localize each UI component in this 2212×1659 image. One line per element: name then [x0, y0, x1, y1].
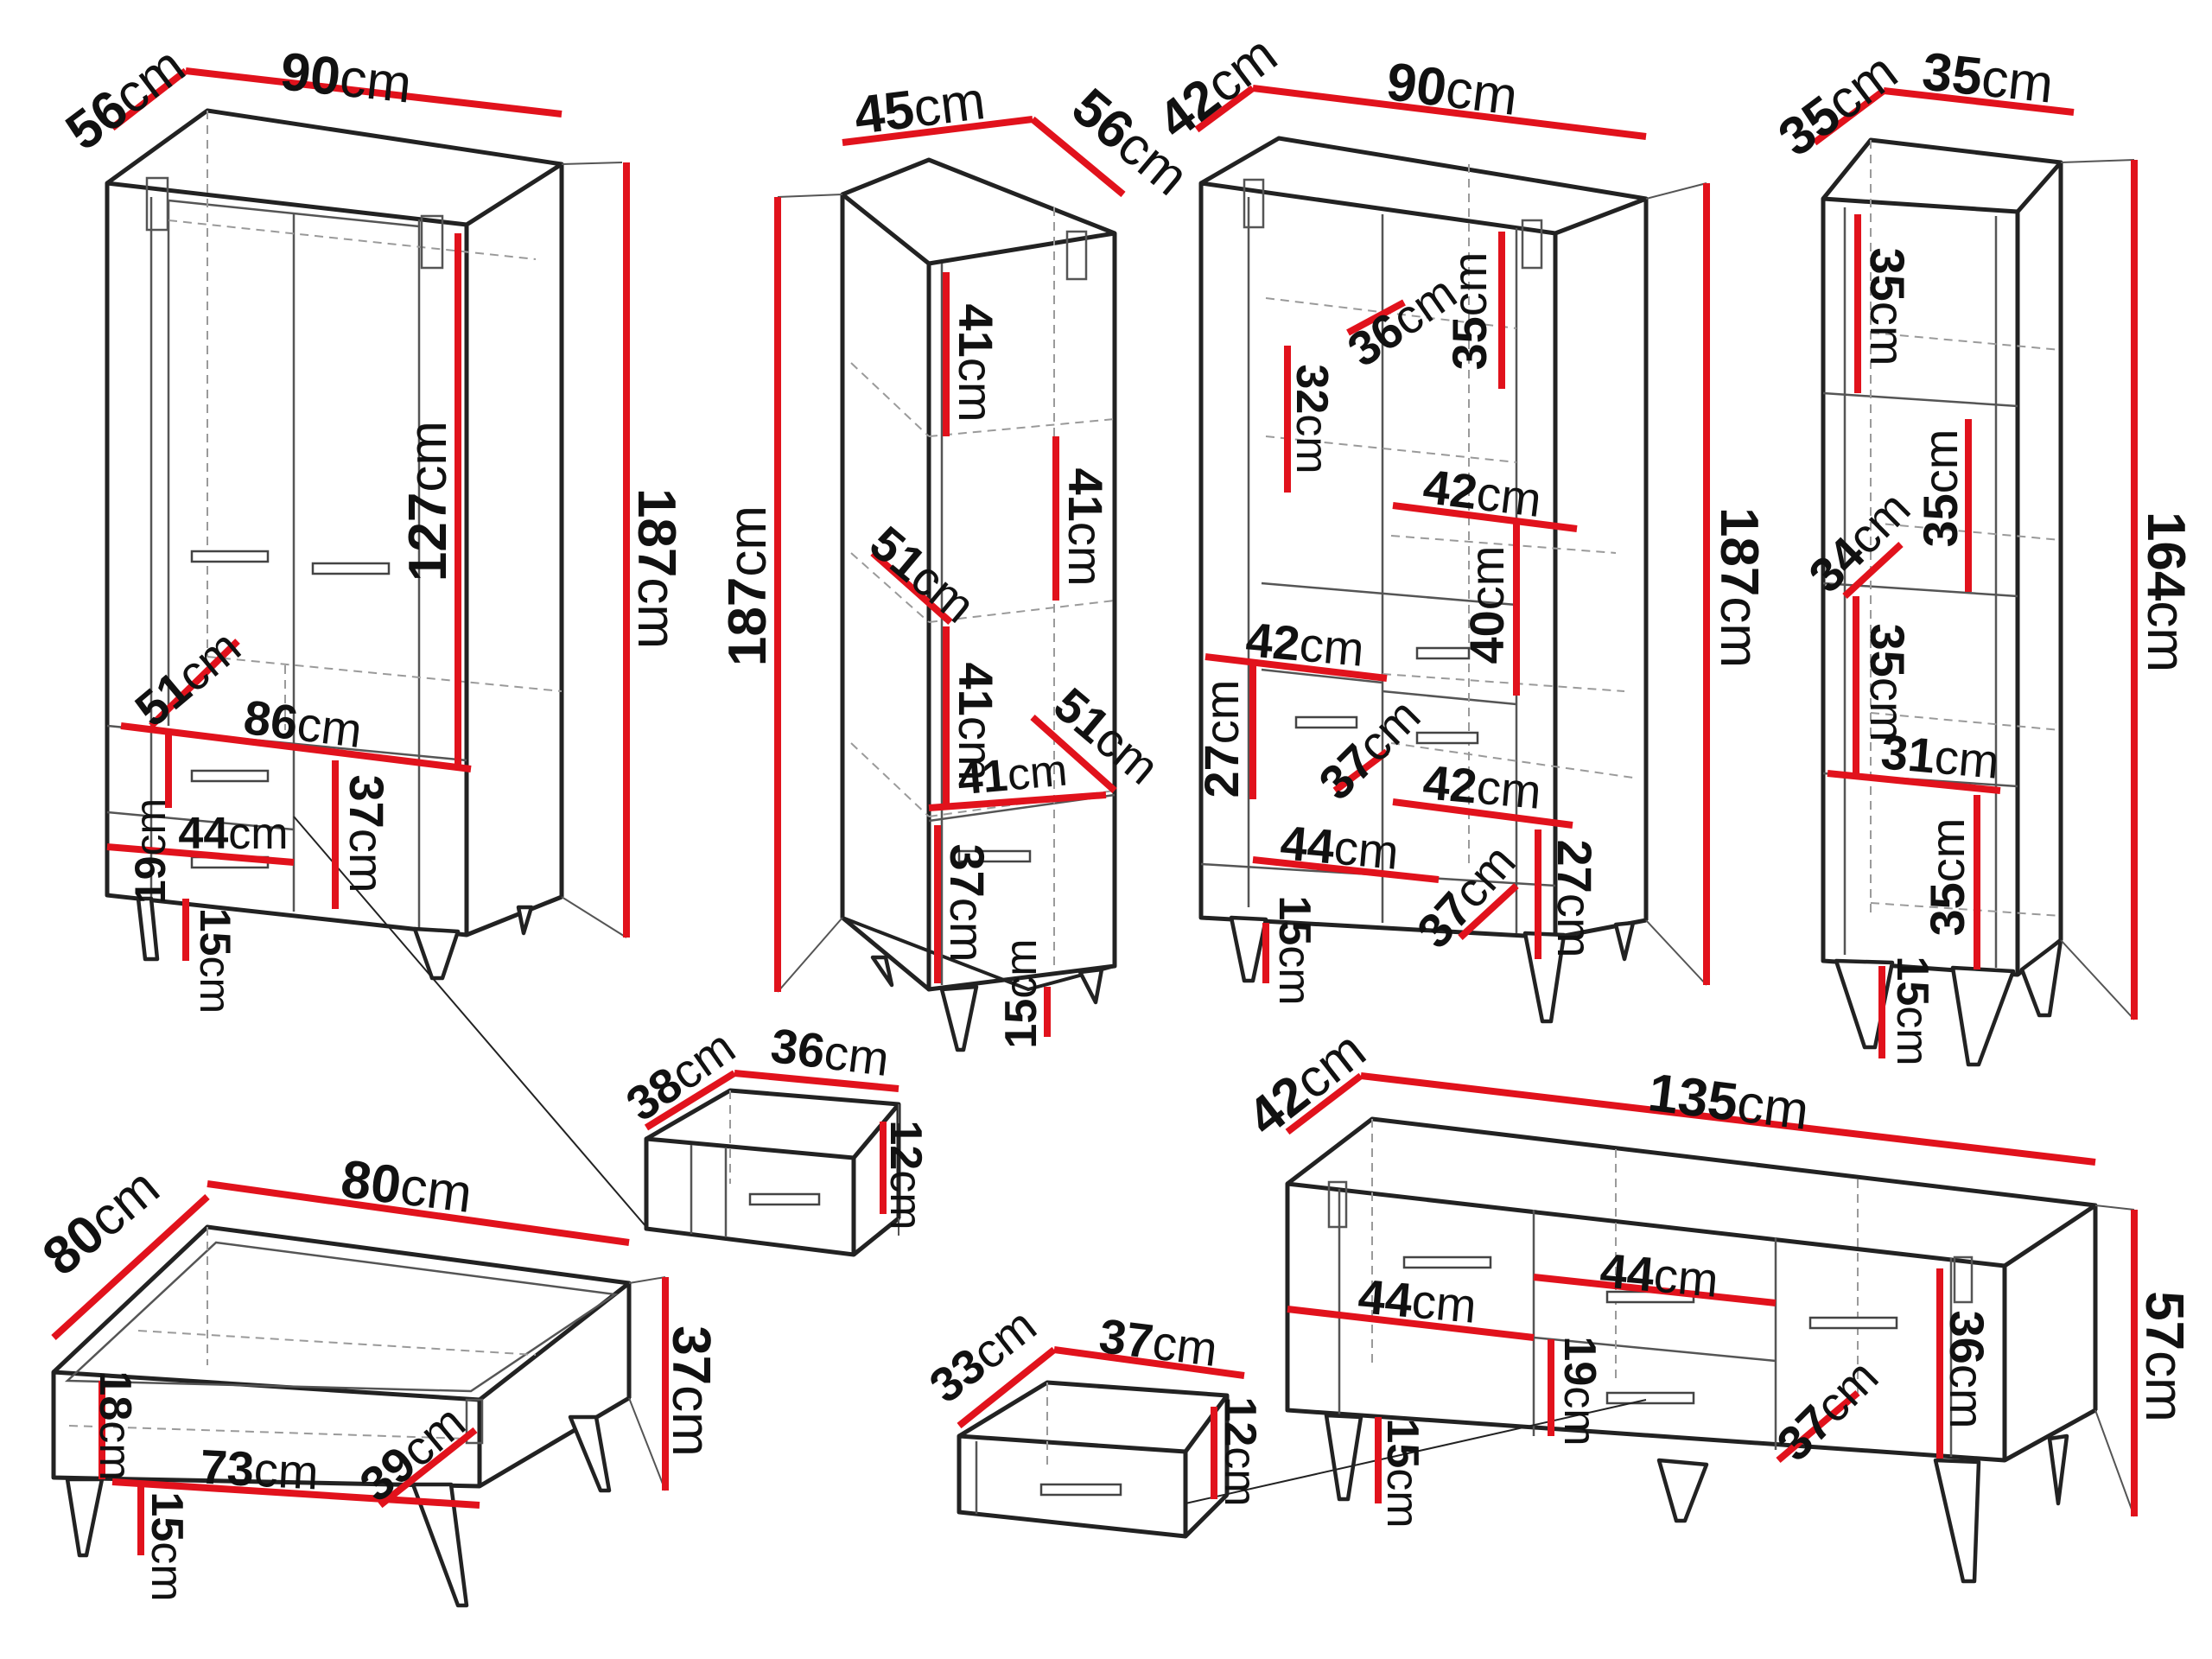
coffee-table-drawing [51, 1224, 632, 1608]
dimension-label-tv-44a: 44cm [1356, 1268, 1478, 1333]
drawer-1-drawing [644, 1088, 901, 1257]
dimension-label-sh-35b: 35cm [1913, 429, 1967, 548]
dimension-label-sh-35c: 35cm [1860, 624, 1915, 742]
dimension-label-ct-15: 15cm [142, 1491, 192, 1601]
dimension-label-bk-h: 187cm [718, 505, 778, 666]
dimension-label-bk-w: 45cm [851, 71, 988, 146]
tall-shelf-drawing [1821, 137, 2063, 1067]
dimension-label-vt-27a: 27cm [1194, 680, 1249, 798]
dimension-label-dr2-h: 12cm [1215, 1396, 1265, 1506]
bookcase-drawing [840, 157, 1117, 1052]
dimension-label-sh-31: 31cm [1878, 724, 2001, 789]
dimension-label-wd-h: 187cm [626, 488, 686, 649]
dimension-label-wd-door: 127cm [398, 421, 458, 582]
dimension-label-vt-d: 42cm [1147, 25, 1288, 151]
dimension-label-bk-41a: 41cm [949, 304, 1003, 423]
dimension-label-tv-19: 19cm [1554, 1336, 1605, 1446]
dimension-label-wd-w: 90cm [277, 42, 414, 115]
dimension-label-ct-73: 73cm [199, 1439, 320, 1499]
dimension-label-bk-37: 37cm [940, 844, 995, 963]
tv-stand-drawing [1285, 1116, 2098, 1584]
dimension-label-sh-35d: 35cm [1920, 818, 1974, 937]
dimension-label-dr2-w: 37cm [1096, 1308, 1221, 1376]
dimension-label-wd-15: 15cm [191, 908, 239, 1014]
dimension-lines [51, 67, 2138, 1555]
dimension-label-ct-h: 37cm [661, 1325, 721, 1457]
dimension-label-vt-15: 15cm [1269, 895, 1319, 1005]
dimension-label-sh-h: 164cm [2136, 512, 2196, 672]
dimension-label-vt-32: 32cm [1287, 364, 1337, 474]
dimension-label-wd-86: 86cm [241, 690, 365, 758]
dimension-label-ct-d: 80cm [32, 1158, 171, 1287]
wardrobe-drawing [105, 108, 564, 981]
dimension-label-wd-19: 19cm [126, 798, 175, 904]
dimension-label-bk-41d: 41cm [956, 745, 1070, 804]
dimension-label-sh-15: 15cm [1887, 956, 1937, 1065]
dimension-label-sh-w: 35cm [1919, 42, 2056, 115]
dimension-label-sh-35a: 35cm [1860, 248, 1915, 366]
dimension-label-vt-44: 44cm [1278, 815, 1401, 880]
dimension-label-tv-44b: 44cm [1598, 1243, 1720, 1307]
dimension-label-bk-41c: 41cm [949, 663, 1003, 781]
dimension-label-vt-42c: 42cm [1421, 754, 1543, 819]
dimension-label-tv-w: 135cm [1645, 1063, 1812, 1141]
dimension-label-vt-27b: 27cm [1548, 840, 1602, 958]
dimension-label-ct-w: 80cm [338, 1149, 475, 1224]
dimension-label-tv-h: 57cm [2134, 1291, 2194, 1422]
dimension-label-dr1-w: 36cm [768, 1018, 893, 1086]
vitrine-drawing [1198, 136, 1649, 1024]
dimension-label-dr1-h: 12cm [880, 1120, 931, 1230]
dimension-label-vt-h: 187cm [1709, 507, 1769, 668]
drawer-callout-lines [293, 816, 1647, 1504]
dimension-label-vt-42a: 42cm [1421, 459, 1545, 527]
drawer-2-drawing [957, 1380, 1230, 1539]
dimension-label-bk-15: 15cm [996, 938, 1046, 1048]
dimension-label-vt-35: 35cm [1442, 252, 1497, 371]
dimension-label-vt-w: 90cm [1383, 52, 1521, 127]
dimension-label-wd-44: 44cm [178, 809, 288, 859]
dimension-label-bk-41b: 41cm [1058, 468, 1113, 587]
dimension-label-tv-15: 15cm [1377, 1418, 1427, 1528]
dimension-label-vt-40: 40cm [1459, 546, 1514, 664]
dimension-label-vt-42b: 42cm [1243, 612, 1366, 677]
extension-lines [561, 159, 2135, 1517]
dimension-label-tv-36: 36cm [1940, 1311, 1994, 1429]
dimension-label-wd-37: 37cm [340, 775, 394, 893]
dimension-label-ct-18: 18cm [90, 1370, 140, 1480]
